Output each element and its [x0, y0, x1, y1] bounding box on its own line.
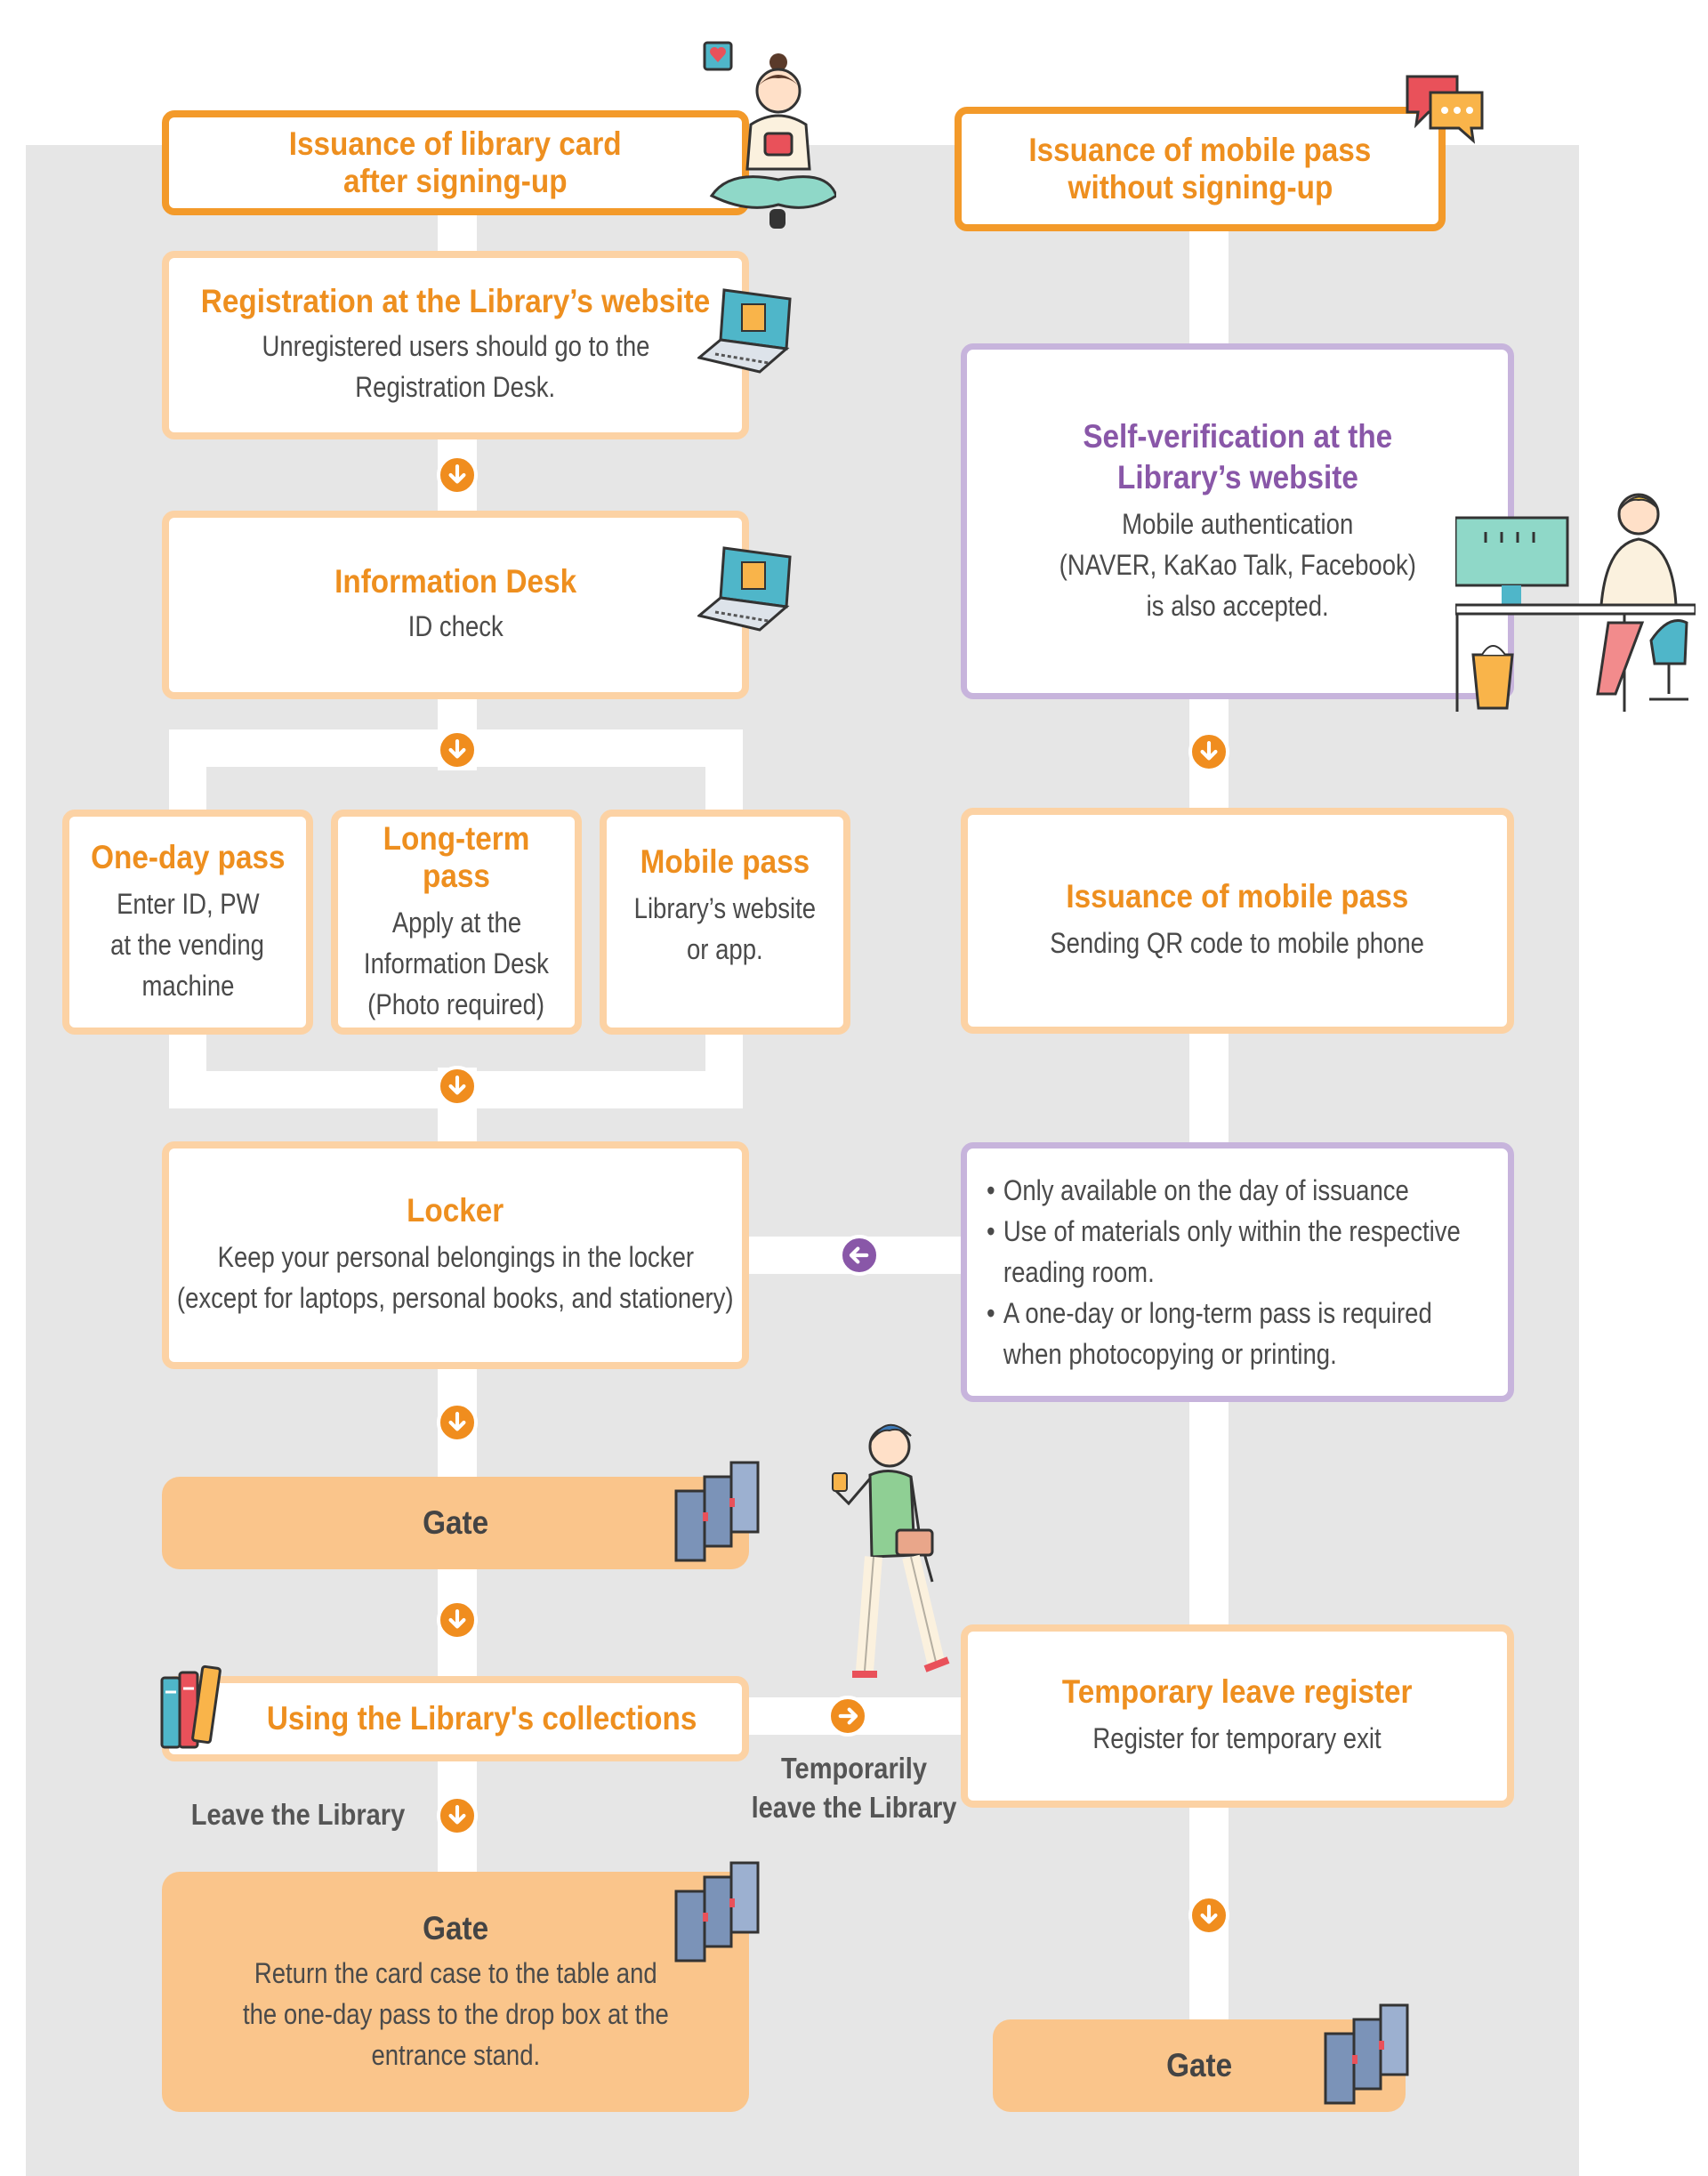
- chat-bubbles-icon: [1406, 75, 1484, 144]
- gate-2-line3: entrance stand.: [371, 2039, 540, 2071]
- locker-title: Locker: [407, 1192, 504, 1229]
- down-arrow-icon: [437, 1795, 478, 1836]
- sitting-person-illustration: [703, 41, 836, 229]
- temporary-leave-title: Temporary leave register: [1062, 1673, 1413, 1710]
- down-arrow-icon: [437, 1066, 478, 1107]
- gate-2-line2: the one-day pass to the drop box at the: [242, 1998, 669, 2030]
- down-arrow-icon: [437, 455, 478, 496]
- registration-line2: Registration Desk.: [355, 371, 556, 403]
- long-term-pass-box: Long-term pass Apply at the Information …: [331, 810, 582, 1035]
- gate-turnstile-icon: [674, 1861, 760, 1962]
- one-day-pass-line2: at the vending: [110, 928, 265, 961]
- collections-box: Using the Library's collections: [162, 1676, 749, 1761]
- gate-box-1: Gate: [162, 1477, 749, 1569]
- down-arrow-icon: [437, 1600, 478, 1640]
- one-day-pass-box: One-day pass Enter ID, PW at the vending…: [62, 810, 313, 1035]
- self-verification-line1: Mobile authentication: [1121, 508, 1354, 540]
- issuance-mobile-box: Issuance of mobile pass Sending QR code …: [961, 808, 1514, 1034]
- down-arrow-icon: [1188, 1895, 1229, 1936]
- down-arrow-icon: [1188, 731, 1229, 772]
- gate-3-title: Gate: [1165, 2047, 1233, 2083]
- info-desk-title: Information Desk: [334, 563, 576, 600]
- gate-1-title: Gate: [422, 1504, 489, 1541]
- note-2b: reading room.: [1003, 1256, 1155, 1288]
- self-verification-title1: Self-verification at the: [1083, 418, 1392, 455]
- gate-2-title: Gate: [422, 1910, 489, 1946]
- gate-2-line1: Return the card case to the table and: [254, 1957, 657, 1989]
- one-day-pass-line3: machine: [141, 969, 235, 1002]
- issuance-mobile-text: Sending QR code to mobile phone: [1050, 927, 1425, 959]
- temporarily-leave-line1: Temporarily: [780, 1752, 928, 1785]
- books-icon: [160, 1664, 222, 1749]
- temporarily-leave-line2: leave the Library: [751, 1791, 957, 1824]
- gate-turnstile-icon: [1324, 2003, 1409, 2105]
- info-desk-box: Information Desk ID check: [162, 511, 749, 699]
- right-header-line1: Issuance of mobile pass: [1028, 132, 1372, 168]
- long-term-pass-title: Long-term pass: [383, 819, 530, 894]
- registration-line1: Unregistered users should go to the: [262, 330, 649, 362]
- walking-person-illustration: [832, 1423, 950, 1678]
- right-header-line2: without signing-up: [1068, 169, 1333, 206]
- person-at-computer-illustration: [1455, 493, 1696, 712]
- locker-line2: (except for laptops, personal books, and…: [177, 1282, 734, 1314]
- mobile-pass-line2: or app.: [687, 933, 763, 965]
- left-arrow-icon: [839, 1235, 880, 1276]
- mobile-pass-line1: Library’s website: [633, 892, 817, 924]
- collections-title: Using the Library's collections: [267, 1700, 697, 1737]
- down-arrow-icon: [437, 1402, 478, 1443]
- issuance-mobile-title: Issuance of mobile pass: [1066, 878, 1409, 915]
- locker-box: Locker Keep your personal belongings in …: [162, 1141, 749, 1369]
- self-verification-box: Self-verification at the Library’s websi…: [961, 343, 1514, 699]
- down-arrow-icon: [437, 729, 478, 770]
- temporary-leave-text: Register for temporary exit: [1092, 1722, 1382, 1754]
- gate-box-2: Gate Return the card case to the table a…: [162, 1872, 749, 2112]
- note-2a: Use of materials only within the respect…: [1003, 1215, 1461, 1247]
- self-verification-line3: is also accepted.: [1146, 590, 1329, 622]
- note-item: Use of materials only within the respect…: [987, 1211, 1461, 1293]
- self-verification-title2: Library’s website: [1116, 459, 1358, 496]
- self-verification-line2: (NAVER, KaKao Talk, Facebook): [1059, 549, 1416, 581]
- right-arrow-icon: [827, 1696, 868, 1737]
- mobile-pass-box: Mobile pass Library’s website or app.: [600, 810, 850, 1035]
- one-day-pass-title: One-day pass: [90, 838, 286, 875]
- leave-library-label: Leave the Library: [190, 1798, 406, 1831]
- registration-box: Registration at the Library’s website Un…: [162, 251, 749, 439]
- note-1: Only available on the day of issuance: [1003, 1174, 1409, 1206]
- left-header-line1: Issuance of library card: [289, 125, 622, 162]
- mobile-pass-title: Mobile pass: [640, 843, 810, 880]
- note-item: Only available on the day of issuance: [987, 1170, 1461, 1211]
- right-header: Issuance of mobile pass without signing-…: [955, 107, 1446, 231]
- left-header-line2: after signing-up: [343, 163, 568, 199]
- long-term-pass-line1: Apply at the: [391, 906, 521, 939]
- long-term-pass-line2: Information Desk: [363, 947, 550, 979]
- long-term-pass-line3: (Photo required): [367, 987, 545, 1020]
- gate-turnstile-icon: [674, 1461, 760, 1562]
- laptop-icon: [697, 546, 792, 632]
- notes-list: Only available on the day of issuance Us…: [987, 1170, 1461, 1374]
- locker-line1: Keep your personal belongings in the loc…: [217, 1241, 694, 1273]
- temporarily-leave-label: Temporarily leave the Library: [745, 1749, 963, 1827]
- notes-box: Only available on the day of issuance Us…: [961, 1142, 1514, 1402]
- note-3b: when photocopying or printing.: [1003, 1338, 1337, 1370]
- one-day-pass-line1: Enter ID, PW: [116, 887, 260, 920]
- note-3a: A one-day or long-term pass is required: [1003, 1297, 1432, 1329]
- note-item: A one-day or long-term pass is required w…: [987, 1293, 1461, 1374]
- registration-title: Registration at the Library’s website: [200, 283, 711, 319]
- left-header: Issuance of library card after signing-u…: [162, 110, 749, 215]
- info-desk-text: ID check: [407, 610, 504, 642]
- temporary-leave-box: Temporary leave register Register for te…: [961, 1624, 1514, 1808]
- laptop-icon: [697, 288, 792, 374]
